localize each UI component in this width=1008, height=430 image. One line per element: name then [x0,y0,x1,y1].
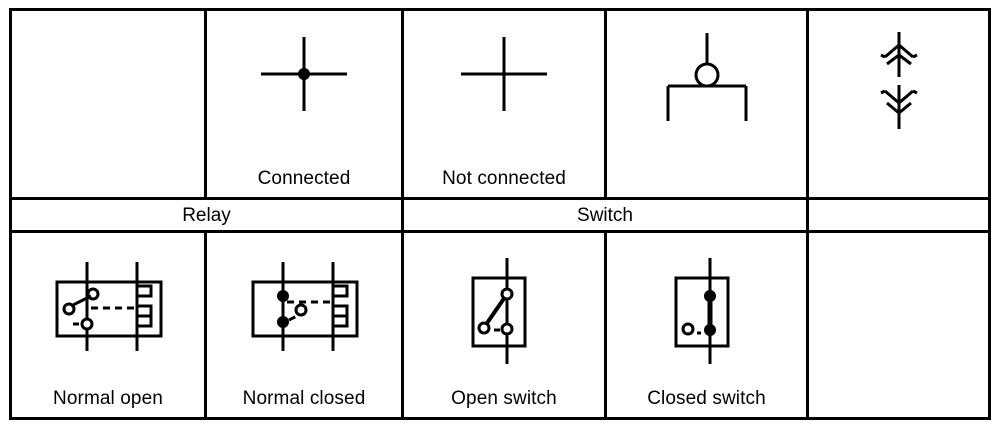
group-header-blank [806,197,991,233]
switch-open-art [404,233,604,389]
group-header-relay: Relay [9,197,404,233]
antenna-pair-icon [879,32,918,129]
table-row-group-headers: Relay Switch [9,197,991,233]
push-button-icon [666,33,747,121]
cell-top-2-connected: Connected [204,8,404,200]
antenna-down-glyph [879,85,918,129]
caption-normal-closed: Normal closed [242,388,366,409]
caption-open-switch: Open switch [451,388,557,409]
cell-top-1-blank [9,8,207,200]
relay-normally-closed-art [207,233,401,389]
blank-cell [12,11,204,197]
blank-area [12,11,204,197]
group-label-blank [809,200,988,230]
antenna-up-glyph [879,32,918,77]
blank-area-bottom [809,233,988,417]
cell-top-4-push-button [604,8,809,200]
relay-normally-closed-icon [251,262,359,351]
caption-normal-open: Normal open [53,388,163,409]
caption-connected: Connected [257,168,351,189]
relay-normally-open-icon [55,262,163,351]
connected-junction-icon [261,37,347,111]
cell-bottom-5-blank [806,230,991,420]
cell-bottom-3-switch-open: Open switch [401,230,607,420]
group-header-switch: Switch [401,197,809,233]
switch-closed-art [607,233,806,389]
not-connected-crossing-icon [461,37,547,111]
push-button-symbol-art [607,11,806,188]
switch-open-icon [471,257,527,364]
connected-symbol-art [207,11,401,169]
group-label-relay: Relay [182,204,231,226]
not-connected-symbol-art [404,11,604,169]
symbol-reference-table: Connected Not connected [9,8,991,420]
cell-top-3-not-connected: Not connected [401,8,607,200]
switch-closed-icon [674,257,729,364]
cell-bottom-4-switch-closed: Closed switch [604,230,809,420]
group-label-switch: Switch [577,204,633,226]
cell-bottom-1-relay-no: Normal open [9,230,207,420]
caption-push-button [607,188,806,197]
table-row-top-symbols: Connected Not connected [9,8,991,200]
blank-cell-bottom [809,233,988,417]
caption-not-connected: Not connected [442,168,566,189]
caption-closed-switch: Closed switch [647,388,766,409]
cell-bottom-2-relay-nc: Normal closed [204,230,404,420]
antenna-symbol-art [809,11,988,188]
caption-antenna [809,188,988,197]
cell-top-5-antenna [806,8,991,200]
relay-normally-open-art [12,233,204,389]
table-row-bottom-symbols: Normal open [9,230,991,420]
